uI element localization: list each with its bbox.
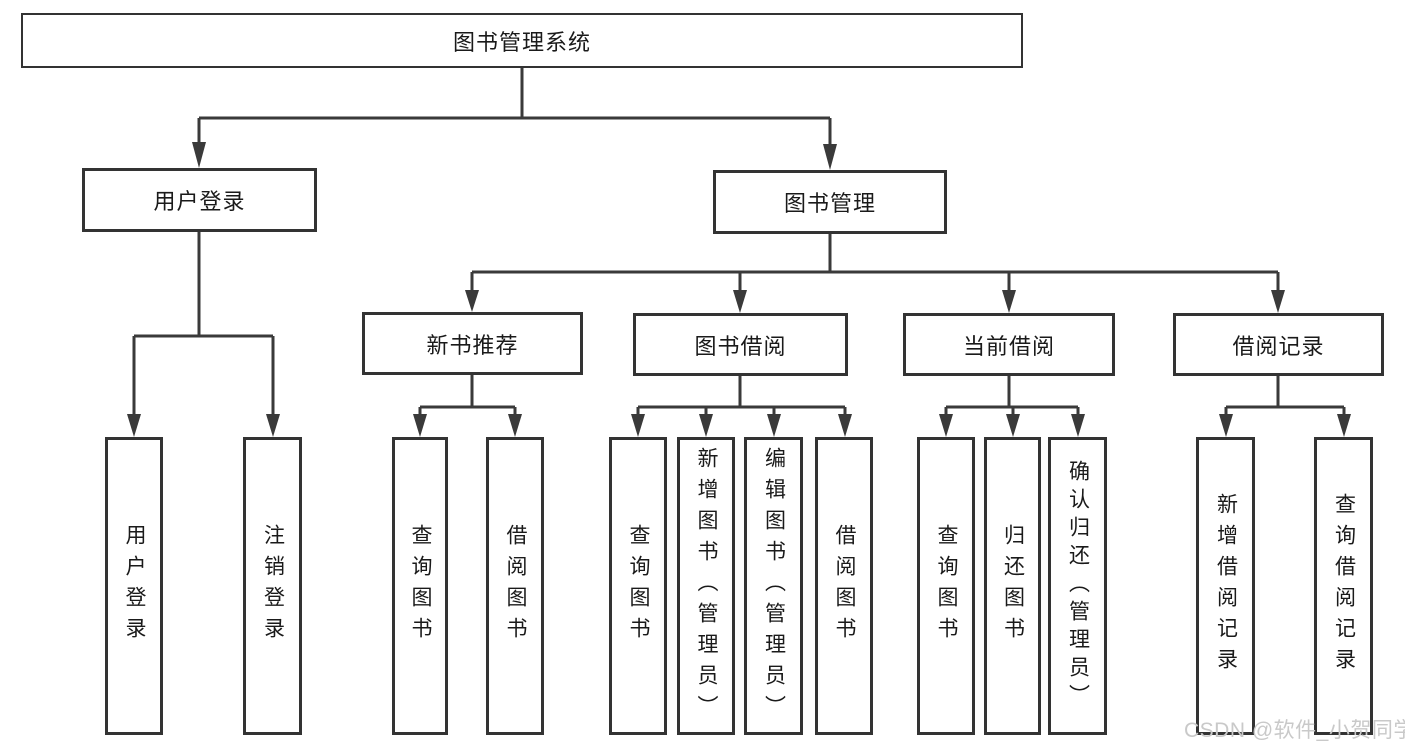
leaf-cb-query-books: 查询图书 (917, 437, 975, 735)
leaf-cb-return-books: 归还图书 (984, 437, 1041, 735)
node-label: 查询图书 (935, 524, 958, 648)
edge-current-borrow-to-leaves (939, 376, 1085, 437)
node-book-borrow: 图书借阅 (633, 313, 848, 376)
edge-new-book-recommend-to-leaves (413, 375, 522, 437)
node-label: 新书推荐 (426, 332, 519, 358)
leaf-br-add-record: 新增借阅记录 (1196, 437, 1255, 735)
leaf-bb-edit-books: 编辑图书（管理员） (744, 437, 803, 735)
node-label: 新增借阅记录 (1214, 493, 1238, 679)
leaf-bb-add-books: 新增图书（管理员） (677, 437, 735, 735)
leaf-user-login: 用户登录 (105, 437, 163, 735)
edge-borrow-records-to-leaves (1219, 376, 1351, 437)
node-user-login: 用户登录 (82, 168, 317, 232)
node-label: 借阅图书 (504, 524, 527, 648)
leaf-logout-login: 注销登录 (243, 437, 302, 735)
leaf-cb-confirm-return: 确认归还（管理员） (1048, 437, 1107, 735)
node-label: 编辑图书（管理员） (762, 446, 786, 726)
edge-user-login-to-leaves (127, 232, 280, 437)
node-label: 借阅图书 (833, 524, 856, 648)
node-label: 查询借阅记录 (1332, 493, 1356, 679)
node-label: 用户登录 (153, 189, 246, 214)
csdn-watermark: CSDN @软件_小贺同学 (1184, 719, 1405, 742)
node-label: 归还图书 (1001, 524, 1025, 648)
node-current-borrow: 当前借阅 (903, 313, 1115, 376)
node-label: 当前借阅 (962, 333, 1055, 359)
edge-book-borrow-to-leaves (631, 376, 852, 437)
node-label: 图书管理系统 (452, 29, 591, 55)
leaf-bb-query-books: 查询图书 (609, 437, 667, 735)
node-label: 图书管理 (783, 191, 876, 216)
node-label: 借阅记录 (1232, 333, 1325, 359)
node-label: 查询图书 (409, 524, 432, 648)
leaf-nb-borrow-books: 借阅图书 (486, 437, 544, 735)
node-label: 注销登录 (261, 524, 285, 648)
leaf-nb-query-books: 查询图书 (392, 437, 448, 735)
node-root: 图书管理系统 (21, 13, 1023, 68)
edge-root-to-level2 (192, 68, 837, 170)
leaf-bb-borrow-books: 借阅图书 (815, 437, 873, 735)
node-new-book-recommend: 新书推荐 (362, 312, 583, 375)
node-label: 确认归还（管理员） (1066, 460, 1090, 712)
edge-book-management-to-level3 (465, 234, 1285, 313)
node-label: 用户登录 (123, 524, 146, 648)
leaf-br-query-record: 查询借阅记录 (1314, 437, 1373, 735)
node-label: 查询图书 (627, 524, 650, 648)
node-book-management: 图书管理 (713, 170, 947, 234)
node-label: 图书借阅 (694, 333, 787, 359)
node-borrow-records: 借阅记录 (1173, 313, 1384, 376)
node-label: 新增图书（管理员） (695, 446, 718, 726)
